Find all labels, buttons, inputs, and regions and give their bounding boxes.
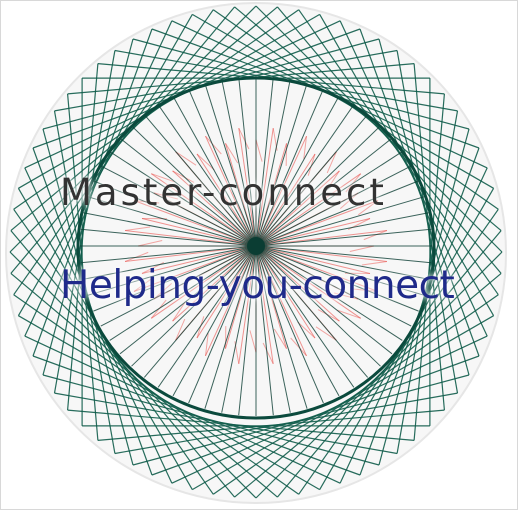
tagline: Helping-you-connect [60, 263, 455, 308]
inner-ring [76, 76, 436, 420]
hub-center [247, 237, 265, 255]
brand-name: Master-connect [60, 171, 387, 214]
green-spoke-pattern [80, 76, 432, 416]
outer-string-pattern [9, 5, 503, 499]
